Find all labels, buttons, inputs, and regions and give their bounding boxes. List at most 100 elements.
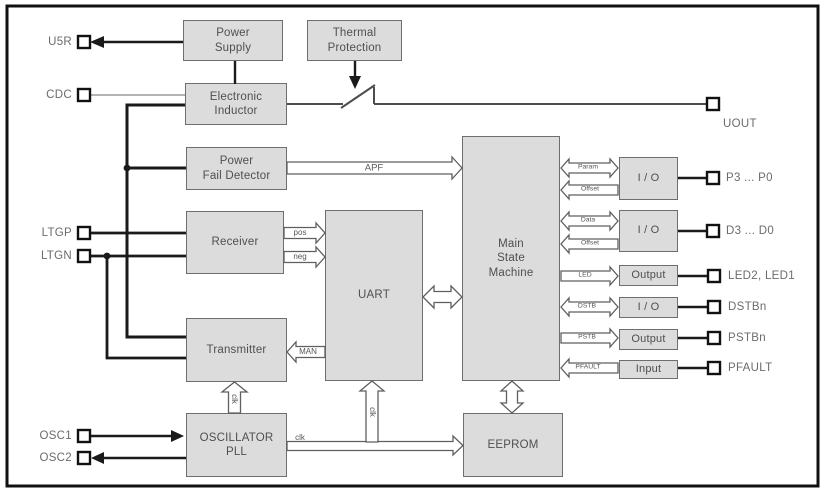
arrow-pstb [560,327,619,349]
pin-label-osc1: OSC1 [39,430,72,442]
block-power-fail-detector: Power Fail Detector [186,147,287,190]
pin-label-u5r: U5R [48,36,72,48]
pin-label-cdc: CDC [46,89,72,101]
block-output-pstb-label: Output [631,332,666,345]
block-thermal-protection: Thermal Protection [307,20,402,61]
pin-label-ltgp: LTGP [41,227,72,239]
arrowhead-u5r [90,36,104,48]
pin-label-d3-d0: D3 ... D0 [726,225,775,237]
pin-label-dstbn: DSTBn [728,301,767,313]
block-main-state-machine: Main State Machine [462,136,560,381]
block-main-state-machine-label: Main State Machine [488,237,534,279]
block-output-pstb: Output [619,329,678,350]
arrow-dstb [560,296,619,318]
pin-osc1 [76,428,92,444]
arrow-data [560,210,619,232]
pin-d3-d0 [705,223,721,239]
pin-label-p3-p0: P3 ... P0 [726,172,773,184]
block-transmitter-label: Transmitter [206,343,267,356]
block-uart: UART [325,210,423,381]
wire-ltgn-transmitter-branch [105,256,186,360]
arrow-offset-param [560,179,619,201]
arrow-param [560,157,619,179]
signal-label-dstb: DSTB [577,302,597,310]
junction-dot-ltgn [103,252,111,260]
block-receiver: Receiver [186,211,284,274]
arrow-man [286,340,326,364]
pin-p3-p0 [705,170,721,186]
block-electronic-inductor-label: Electronic Inductor [209,90,263,117]
pin-cdc [76,87,92,103]
block-power-supply-label: Power Supply [214,27,252,54]
block-power-fail-detector-label: Power Fail Detector [202,155,271,182]
arrowhead-osc2 [91,452,104,464]
block-eeprom: EEPROM [463,413,563,477]
signal-label-offset-param: Offset [580,185,600,193]
block-io-param-label: I / O [637,171,660,184]
arrowhead-osc1 [171,430,184,442]
signal-label-man: MAN [299,347,317,356]
arrow-uart-msm [422,284,463,310]
block-io-data-label: I / O [637,224,660,237]
pin-label-pfault: PFAULT [728,362,773,374]
block-power-supply: Power Supply [183,20,283,61]
block-io-dstb: I / O [619,297,678,318]
signal-label-param: Param [577,163,599,171]
pin-label-pstbn: PSTBn [728,332,766,344]
pin-led [706,268,722,284]
arrow-offset-data [560,233,619,255]
pin-ltgn [76,248,92,264]
block-receiver-label: Receiver [211,236,259,249]
block-thermal-protection-label: Thermal Protection [327,27,382,54]
pin-dstbn [706,299,722,315]
pin-label-uout: UOUT [723,118,757,130]
pin-osc2 [76,450,92,466]
signal-label-pfault: PFAULT [575,363,601,371]
block-output-led: Output [619,265,678,286]
arrow-pos [283,221,326,245]
pin-label-ltgn: LTGN [40,250,72,262]
switch-blade [340,84,376,109]
arrow-pfault [560,357,619,379]
block-input-pfault: Input [619,360,678,379]
signal-label-clk-bus: clk [295,433,305,442]
block-electronic-inductor: Electronic Inductor [185,83,287,125]
arrow-apf [286,155,463,181]
junction-dot-pfd [123,164,131,172]
block-io-dstb-label: I / O [637,300,660,313]
signal-label-clk-transmitter: clk [230,394,239,404]
signal-label-data: Data [580,216,596,224]
block-io-param: I / O [619,157,678,200]
block-output-led-label: Output [631,268,666,281]
pin-u5r [76,34,92,50]
arrow-clk-transmitter [220,381,249,414]
signal-label-pos: pos [293,228,307,237]
signal-label-led: LED [578,271,592,279]
block-oscillator-pll-label: OSCILLATOR PLL [199,431,274,458]
pin-pstbn [706,330,722,346]
block-transmitter: Transmitter [186,318,287,382]
pin-ltgp [76,225,92,241]
arrow-neg [283,245,326,269]
arrow-clk-uart [358,380,386,443]
pin-pfault [706,360,722,376]
pin-label-osc2: OSC2 [39,452,72,464]
arrow-msm-eeprom [499,380,525,414]
arrow-led [560,265,619,287]
signal-label-clk-uart: clk [368,407,377,417]
signal-label-offset-data: Offset [580,239,600,247]
signal-label-neg: neg [293,252,307,261]
bus-clk-eeprom [286,434,464,457]
arrowhead-thermal [349,76,361,89]
block-uart-label: UART [358,289,390,302]
bus-inductor-transmitter [125,103,186,339]
block-input-pfault-label: Input [635,362,662,375]
block-io-data: I / O [619,210,678,252]
pin-label-led: LED2, LED1 [728,270,795,282]
signal-label-apf: APF [364,162,384,174]
block-eeprom-label: EEPROM [487,438,539,451]
